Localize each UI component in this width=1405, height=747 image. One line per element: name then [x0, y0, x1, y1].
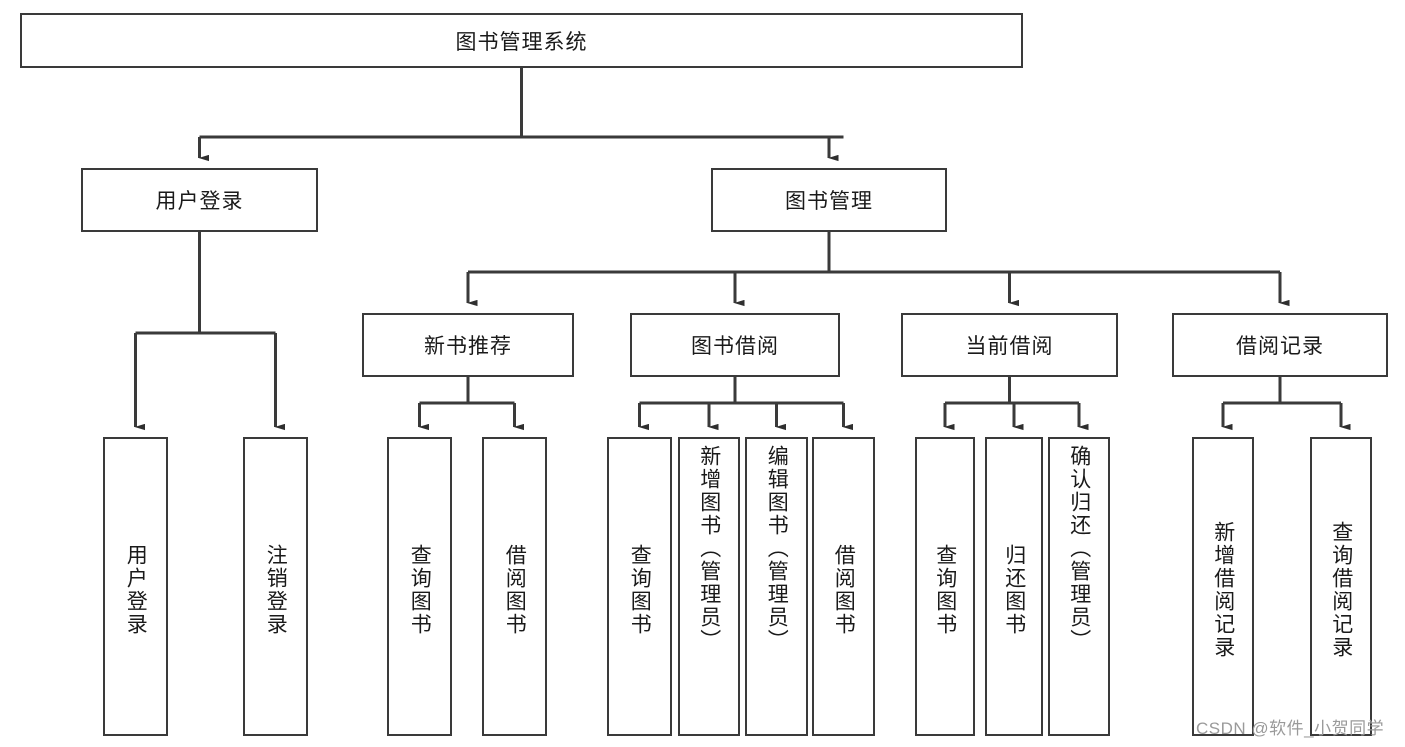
node-leaf-edit-book[interactable]: 编辑图书（管理员）	[745, 437, 808, 736]
leaf-label: 归还图书	[1002, 543, 1026, 636]
node-leaf-user-login[interactable]: 用户登录	[103, 437, 168, 736]
edges-userlogin-to-leaves	[134, 232, 286, 431]
leaf-label: 借阅图书	[832, 543, 856, 636]
edges-bookborrow-to-leaves	[638, 377, 854, 431]
node-leaf-query-book-2[interactable]: 查询图书	[607, 437, 672, 736]
leaf-label: 查询图书	[933, 543, 957, 636]
leaf-label: 确认归还（管理员）	[1067, 445, 1091, 652]
node-leaf-borrow-book-1[interactable]: 借阅图书	[482, 437, 547, 736]
leaf-label: 用户登录	[124, 543, 148, 636]
edges-bookmanage-to-level3	[466, 232, 1290, 307]
node-leaf-query-record[interactable]: 查询借阅记录	[1310, 437, 1372, 736]
node-leaf-add-book[interactable]: 新增图书（管理员）	[678, 437, 740, 736]
node-leaf-query-book-3[interactable]: 查询图书	[915, 437, 975, 736]
node-user-login[interactable]: 用户登录	[81, 168, 318, 232]
leaf-label: 查询图书	[408, 543, 432, 636]
node-leaf-return-book[interactable]: 归还图书	[985, 437, 1043, 736]
leaf-label: 编辑图书（管理员）	[765, 445, 789, 652]
node-leaf-borrow-book-2[interactable]: 借阅图书	[812, 437, 875, 736]
leaf-label: 新增借阅记录	[1211, 520, 1235, 659]
node-borrow-record[interactable]: 借阅记录	[1172, 313, 1388, 377]
leaf-label: 新增图书（管理员）	[697, 445, 721, 652]
edges-currentborrow-to-leaves	[943, 377, 1089, 431]
node-root[interactable]: 图书管理系统	[20, 13, 1023, 68]
node-new-book-rec[interactable]: 新书推荐	[362, 313, 574, 377]
edges-newbookrec-to-leaves	[418, 377, 525, 431]
node-leaf-logout[interactable]: 注销登录	[243, 437, 308, 736]
node-book-borrow[interactable]: 图书借阅	[630, 313, 840, 377]
node-book-manage[interactable]: 图书管理	[711, 168, 947, 232]
leaf-label: 查询图书	[628, 543, 652, 636]
leaf-label: 查询借阅记录	[1329, 520, 1353, 659]
leaf-label: 借阅图书	[503, 543, 527, 636]
edges-borrowrecord-to-leaves	[1221, 377, 1351, 431]
node-leaf-add-record[interactable]: 新增借阅记录	[1192, 437, 1254, 736]
leaf-label: 注销登录	[264, 543, 288, 636]
node-leaf-confirm-return[interactable]: 确认归还（管理员）	[1048, 437, 1110, 736]
csdn-watermark: CSDN @软件_小贺同学	[1196, 719, 1385, 738]
node-current-borrow[interactable]: 当前借阅	[901, 313, 1118, 377]
edges-root-to-level2	[198, 68, 844, 162]
node-leaf-query-book-1[interactable]: 查询图书	[387, 437, 452, 736]
